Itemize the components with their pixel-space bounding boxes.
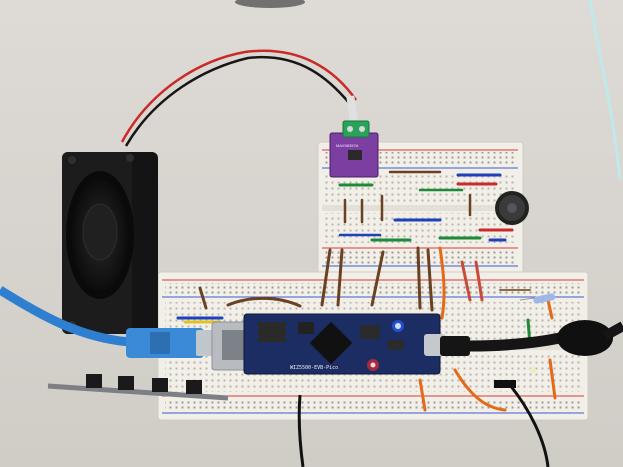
amplifier-silkscreen: MAX98357A: [336, 143, 359, 148]
speaker: [62, 152, 158, 334]
ethernet-cable: [0, 286, 261, 371]
upper-wires: [338, 170, 514, 242]
probe-wires: [297, 380, 550, 467]
status-led: [530, 367, 536, 373]
push-buttons: [47, 374, 229, 401]
microcontroller-board: WIZ5500-EVB-Pico: [243, 313, 446, 375]
light-cable: [588, 0, 622, 181]
resistor: [519, 293, 556, 304]
usb-c-cable: [440, 320, 623, 356]
jumper-wires: [176, 246, 557, 412]
mcu-silkscreen: WIZ5500-EVB-Pico: [290, 365, 338, 371]
shadow-object: [235, 0, 305, 8]
audio-amplifier-module: MAX98357A: [329, 120, 379, 178]
microphone-module: [495, 191, 529, 225]
speaker-wires: [120, 49, 358, 147]
